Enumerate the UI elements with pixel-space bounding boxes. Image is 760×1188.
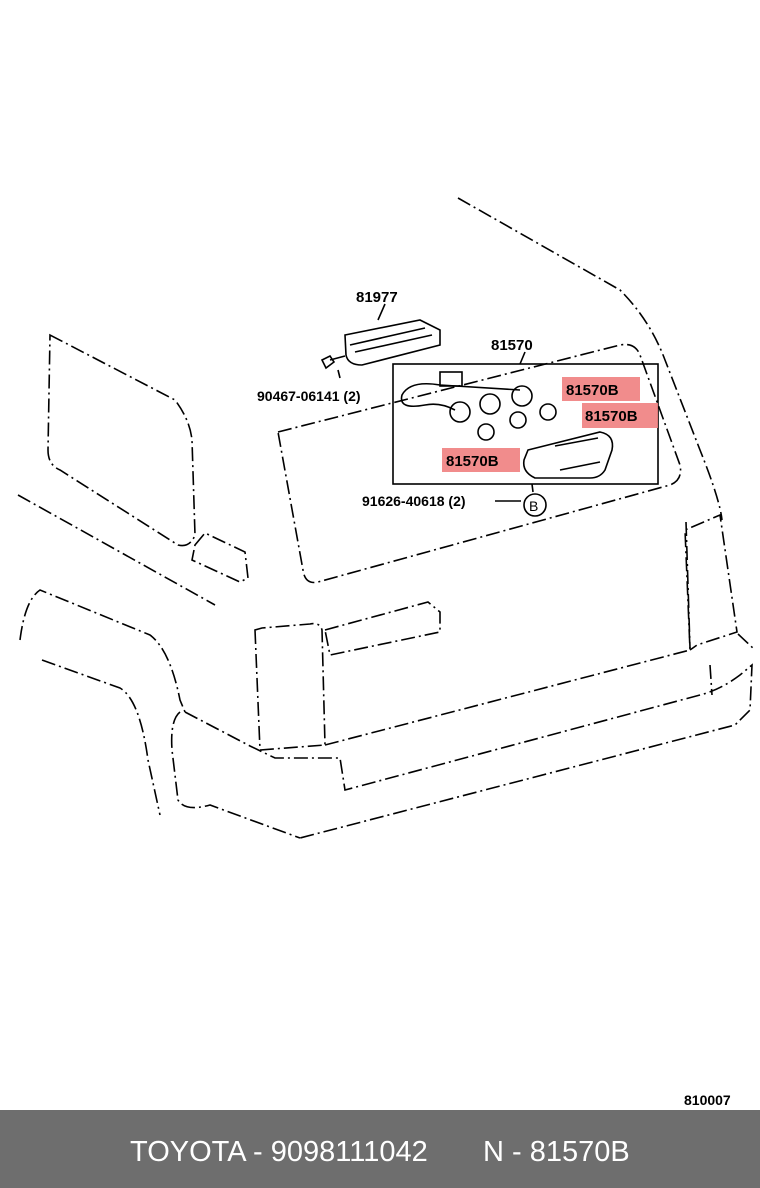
footer-bar: TOYOTA - 9098111042 N - 81570B — [0, 1110, 760, 1188]
reference-number: 810007 — [684, 1092, 731, 1108]
label-81977: 81977 — [356, 289, 398, 306]
footer-diagram-ref: N - 81570B — [483, 1136, 630, 1168]
highlight-boxes — [442, 377, 658, 472]
highlight-81570b-2 — [582, 403, 658, 428]
highlight-81570b-1 — [562, 377, 640, 401]
label-81570b-1: 81570B — [566, 382, 619, 399]
label-81570: 81570 — [491, 337, 533, 354]
label-90467-06141: 90467-06141 (2) — [257, 388, 361, 404]
part-labels: 81977 81570 90467-06141 (2) 91626-40618 … — [257, 289, 731, 1108]
callout-b-circle — [523, 493, 547, 517]
callout-b: B — [529, 498, 538, 514]
vehicle-outline — [17, 197, 756, 839]
label-81570b-2: 81570B — [585, 408, 638, 425]
parts-diagram: 81977 81570 90467-06141 (2) 91626-40618 … — [17, 197, 756, 1108]
footer-part-number: TOYOTA - 9098111042 — [130, 1136, 428, 1168]
label-91626-40618: 91626-40618 (2) — [362, 493, 466, 509]
label-81570b-3: 81570B — [446, 453, 499, 470]
highlight-81570b-3 — [442, 448, 520, 472]
